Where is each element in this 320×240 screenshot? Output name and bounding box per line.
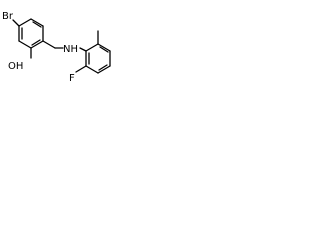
atom-f: F [69,73,75,84]
bond-f [75,65,87,73]
bond [85,43,99,52]
chemical-structure-diagram: Br OH NH F [2,11,111,84]
bond [18,40,32,49]
bond-br [12,19,20,27]
phenol-ring [18,18,44,49]
bond [85,65,99,74]
atom-nh: NH [63,44,78,55]
bond [97,65,111,74]
bond-n-ring [79,47,87,52]
atom-br: Br [2,11,14,22]
double-bond [98,64,108,71]
atom-oh: OH [8,61,23,72]
bond [18,18,32,27]
double-bond [31,39,41,46]
aniline-ring [85,43,111,74]
structure-canvas: Br OH NH F [0,0,122,122]
double-bond [32,21,42,28]
bond [30,40,44,49]
bond [97,43,111,52]
bond-ch2 [42,40,56,49]
double-bond [99,46,109,53]
bond [30,18,44,27]
